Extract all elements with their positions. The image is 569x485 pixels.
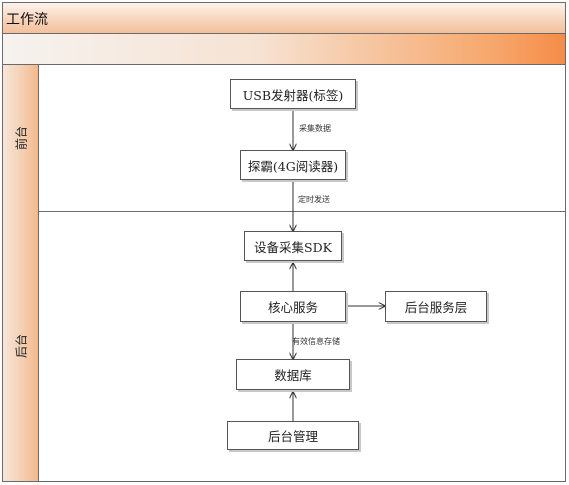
node-sdk[interactable]: 设备采集SDK bbox=[244, 231, 342, 261]
node-core-service[interactable]: 核心服务 bbox=[240, 291, 346, 322]
lane-label-frontend: 前台 bbox=[3, 65, 39, 211]
node-database[interactable]: 数据库 bbox=[236, 359, 350, 390]
edge-label-timed-send: 定时发送 bbox=[298, 195, 330, 204]
node-admin[interactable]: 后台管理 bbox=[227, 421, 359, 450]
node-backend-layer[interactable]: 后台服务层 bbox=[385, 291, 487, 322]
lane-label-backend: 后台 bbox=[3, 211, 39, 481]
lane-frontend: 前台 bbox=[3, 65, 565, 211]
diagram-title: 工作流 bbox=[6, 12, 48, 28]
lane-divider bbox=[3, 211, 565, 212]
title-bar: 工作流 bbox=[3, 3, 565, 34]
header-band bbox=[3, 34, 565, 65]
edge-label-collect-data: 采集数据 bbox=[299, 124, 331, 133]
node-usb-emitter[interactable]: USB发射器(标签) bbox=[230, 79, 356, 109]
lane-backend: 后台 bbox=[3, 211, 565, 481]
edge-label-store-valid: 有效信息存储 bbox=[292, 337, 340, 346]
node-reader[interactable]: 探霸(4G阅读器) bbox=[240, 150, 346, 180]
